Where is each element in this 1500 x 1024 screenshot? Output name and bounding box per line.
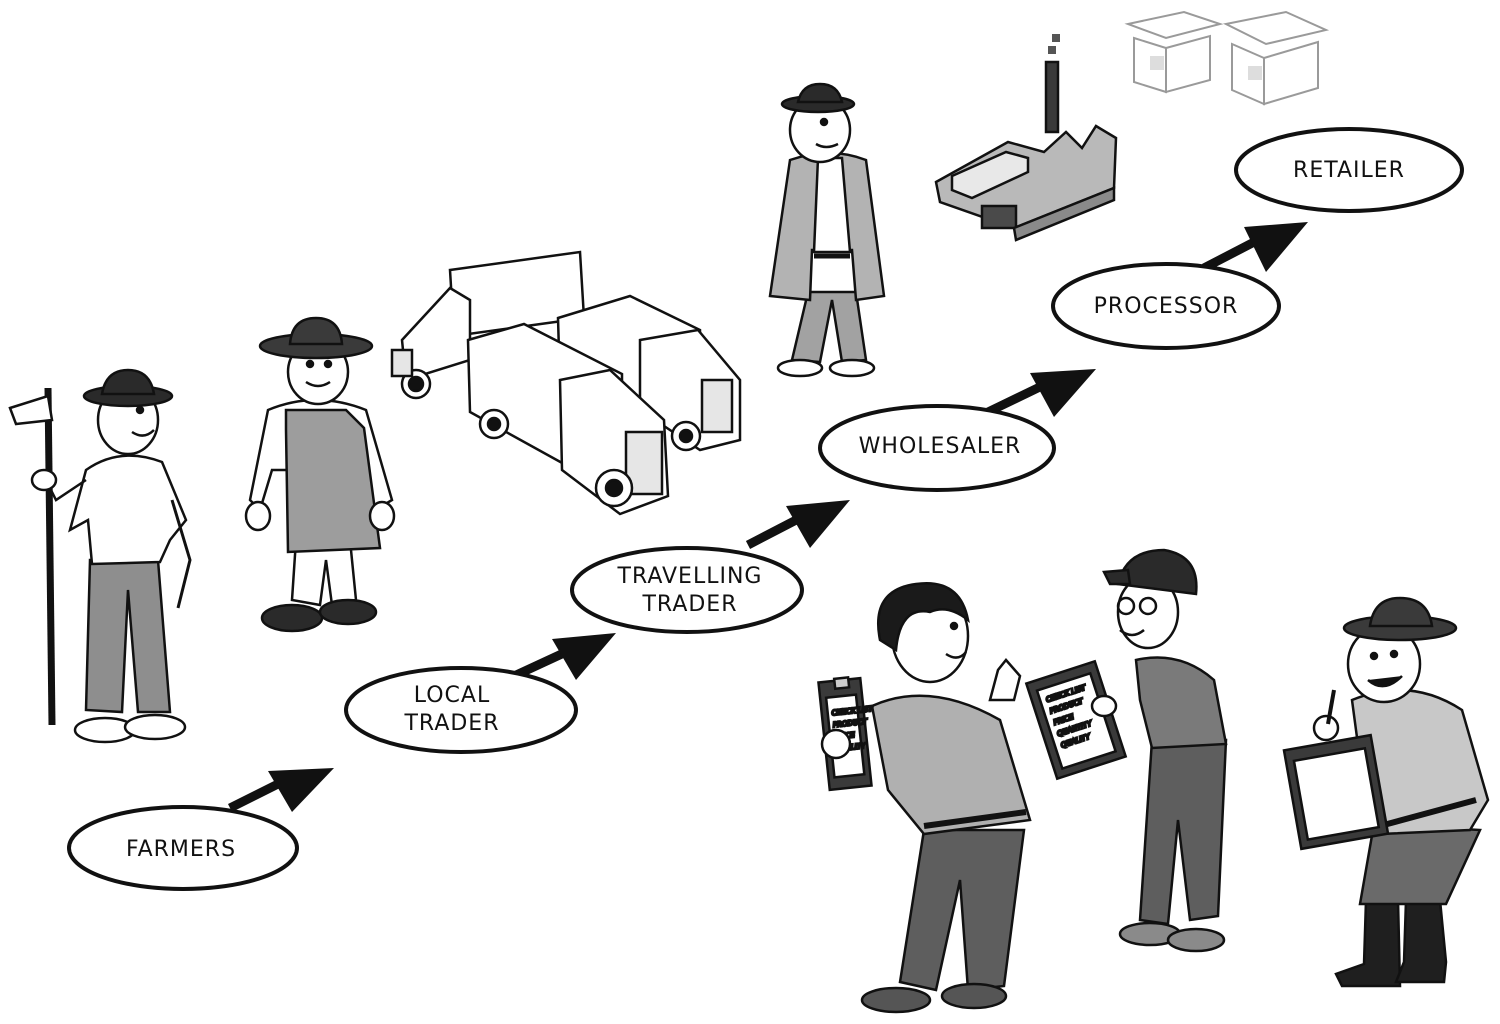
inspector-right-figure (1282, 596, 1490, 988)
arrow-farmers-to-local-trader (227, 768, 334, 813)
arrow-processor-to-retailer (1201, 222, 1308, 272)
node-label-local-trader-line1: LOCAL (414, 683, 490, 708)
node-label-retailer: RETAILER (1293, 158, 1405, 183)
node-label-processor: PROCESSOR (1094, 294, 1239, 319)
node-travelling-trader: TRAVELLING TRADER (570, 546, 804, 634)
node-label-local-trader-line2: TRADER (403, 711, 499, 736)
node-retailer: RETAILER (1234, 127, 1464, 213)
local-trader-figure (244, 316, 396, 633)
node-label-farmers: FARMERS (126, 837, 236, 862)
node-local-trader: LOCAL TRADER (344, 666, 578, 754)
truck-back (390, 250, 586, 400)
node-wholesaler: WHOLESALER (818, 404, 1056, 492)
truck-front (466, 322, 670, 516)
node-label-travelling-trader-line2: TRADER (641, 592, 737, 617)
trucks-illustration (390, 250, 742, 516)
node-processor: PROCESSOR (1051, 262, 1281, 350)
arrow-wholesaler-to-processor (986, 369, 1096, 417)
inspector-left-figure: CHECK LIST PRODUCT PRICE QUALITY (817, 582, 1032, 1014)
arrow-local-to-travelling-trader (510, 633, 616, 682)
market-stalls-illustration (1124, 10, 1330, 106)
node-label-wholesaler: WHOLESALER (859, 434, 1022, 459)
inspector-middle-figure: CHECK LIST PRODUCT PRICE QUANTITY QUALIT… (1024, 548, 1228, 953)
node-label-travelling-trader-line1: TRAVELLING (617, 564, 763, 589)
node-farmers: FARMERS (67, 805, 299, 891)
farmer-figure (8, 368, 192, 744)
wholesaler-figure (768, 82, 886, 378)
arrow-travelling-to-wholesaler (745, 500, 850, 549)
factory-illustration (934, 34, 1118, 242)
